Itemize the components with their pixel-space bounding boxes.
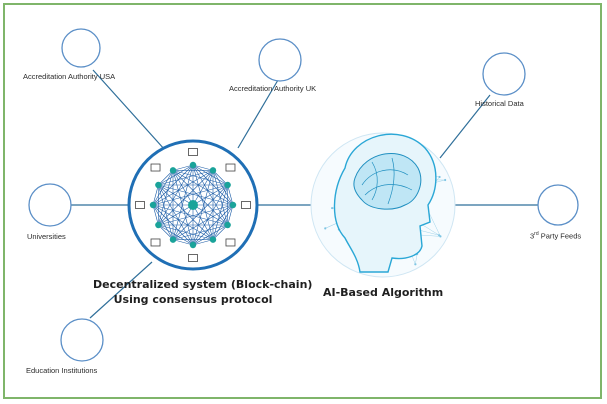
node-accreditation-usa xyxy=(61,28,101,68)
mesh-node xyxy=(155,181,162,189)
mesh-node xyxy=(155,221,162,229)
ai-network-dot xyxy=(439,235,442,238)
computer-icon xyxy=(150,238,161,247)
node-feeds xyxy=(537,184,579,226)
label-historical-data: Historical Data xyxy=(475,99,524,108)
brain-shape xyxy=(353,153,422,210)
node-historical xyxy=(482,52,526,96)
hub-title-blockchain-line1: Decentralized system (Block-chain) xyxy=(93,278,313,291)
ai-network-dot xyxy=(324,227,327,230)
node-universities xyxy=(28,183,72,227)
computer-icon xyxy=(225,163,236,172)
computer-icon xyxy=(225,238,236,247)
mesh-node xyxy=(224,221,231,229)
mesh-node xyxy=(169,236,177,243)
mesh-node xyxy=(224,181,231,189)
hub-title-blockchain: Decentralized system (Block-chain) Using… xyxy=(93,277,313,307)
blockchain-hub xyxy=(127,139,259,271)
mesh-node xyxy=(229,201,237,209)
hub-title-blockchain-line2: Using consensus protocol xyxy=(113,293,273,306)
computer-icon xyxy=(241,201,251,209)
ai-network-dot xyxy=(438,175,441,179)
computer-icon xyxy=(188,148,198,156)
computer-icon xyxy=(188,254,198,262)
connectors xyxy=(68,69,538,319)
computer-icon xyxy=(150,163,161,172)
computer-icon xyxy=(135,201,145,209)
connector-historical xyxy=(439,94,491,159)
mesh-node xyxy=(169,167,177,174)
label-education-institutions: Education Institutions xyxy=(26,366,98,375)
mesh-node xyxy=(189,161,197,169)
mesh-node xyxy=(149,201,157,209)
brain-folds xyxy=(361,157,413,205)
label-accreditation-usa: Accreditation Authority USA xyxy=(23,72,116,81)
node-accreditation-uk xyxy=(258,38,302,82)
label-third-party-feeds: 3rd Party Feeds xyxy=(530,231,582,241)
hub-title-ai: AI-Based Algorithm xyxy=(323,286,444,299)
mesh-node xyxy=(209,167,217,174)
connector-usa xyxy=(92,69,166,151)
mesh-node xyxy=(189,241,197,249)
label-accreditation-uk: Accreditation Authority UK xyxy=(229,84,317,93)
node-education xyxy=(60,318,104,362)
ai-brain-hub xyxy=(310,132,456,278)
connector-uk xyxy=(237,79,279,149)
connector-education xyxy=(89,261,153,319)
label-universities: Universities xyxy=(27,232,66,241)
mesh-node xyxy=(209,236,217,243)
